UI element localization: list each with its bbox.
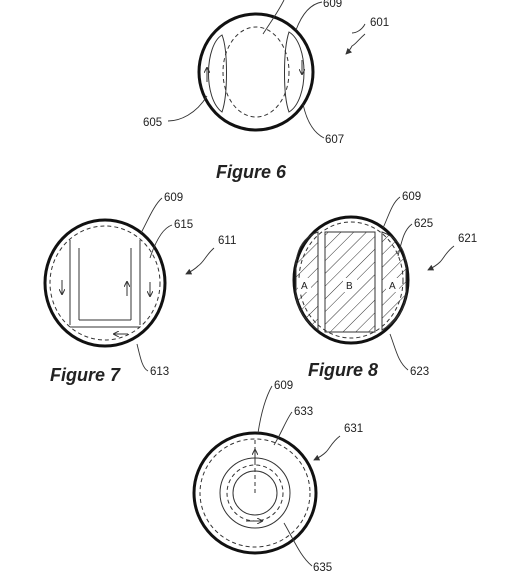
fig9-leader-633 <box>273 411 293 446</box>
fig6-ref-601: 601 <box>370 17 389 29</box>
fig8-zone-a-left-label-bg <box>298 278 311 292</box>
fig6-ref-607: 607 <box>325 134 344 146</box>
fig8-outer-wall <box>292 215 410 345</box>
fig6-right-loop-607 <box>284 31 305 113</box>
fig9-ref-631: 631 <box>344 423 363 435</box>
fig8-ref-609: 609 <box>402 191 421 203</box>
fig6-leader-605 <box>167 95 208 122</box>
fig8-zone-a-right-label-bg <box>386 278 399 292</box>
figure-7: 609 615 611 613 Figure 7 <box>43 192 236 385</box>
fig6-ref-605: 605 <box>143 117 162 129</box>
fig9-ref-633: 633 <box>294 406 313 418</box>
fig8-leader-625 <box>397 223 413 257</box>
fig7-ref-613: 613 <box>150 366 169 378</box>
fig7-squiggle-611 <box>185 247 215 275</box>
fig9-dashed-609 <box>199 438 311 548</box>
fig7-leader-615 <box>149 224 173 259</box>
fig7-ref-609: 609 <box>164 192 183 204</box>
fig6-leader-607 <box>302 103 325 139</box>
fig9-leader-635 <box>283 522 313 567</box>
fig9-outer-wall <box>192 431 318 555</box>
figure-8-caption: Figure 8 <box>308 360 378 380</box>
fig9-ref-635: 635 <box>313 562 332 574</box>
fig8-zone-a-right-label: A <box>389 281 396 292</box>
fig6-leader-609a <box>262 0 285 35</box>
fig6-outer-wall <box>197 12 315 132</box>
fig7-ref-611: 611 <box>218 235 236 247</box>
fig7-ref-615: 615 <box>174 219 193 231</box>
fig8-squiggle-621 <box>427 245 455 271</box>
fig8-ref-623: 623 <box>410 366 429 378</box>
figure-7-caption: Figure 7 <box>50 365 121 385</box>
fig7-outer-wall <box>43 218 167 348</box>
fig7-dashed-609 <box>49 225 161 341</box>
fig8-ref-625: 625 <box>414 218 433 230</box>
fig6-squiggle-601 <box>345 33 366 55</box>
fig8-leader-609 <box>382 196 401 229</box>
figure-8: A B A 609 625 621 623 Figure 8 <box>292 191 477 380</box>
fig7-leader-609 <box>140 197 163 234</box>
figure-9: 609 633 631 635 <box>192 380 363 574</box>
fig8-leader-623 <box>389 333 409 371</box>
fig8-zone-b-label-bg <box>343 278 357 292</box>
fig6-leader-601 <box>351 23 366 34</box>
fig9-squiggle-631 <box>313 435 341 461</box>
fig8-zone-b-label: B <box>346 281 353 292</box>
fig8-zone-a-left-label: A <box>301 281 308 292</box>
fig7-leader-613 <box>136 343 149 372</box>
figure-6-caption: Figure 6 <box>216 162 287 182</box>
fig9-ref-609: 609 <box>274 380 293 392</box>
fig6-leader-609 <box>295 1 323 31</box>
fig9-leader-609 <box>257 385 273 434</box>
figure-6: 609 601 605 607 Figure 6 <box>143 0 389 182</box>
fig6-left-loop-605 <box>208 34 227 113</box>
fig6-dashed-channel <box>222 26 290 118</box>
fig6-ref-609: 609 <box>323 0 342 10</box>
fig8-ref-621: 621 <box>458 233 477 245</box>
